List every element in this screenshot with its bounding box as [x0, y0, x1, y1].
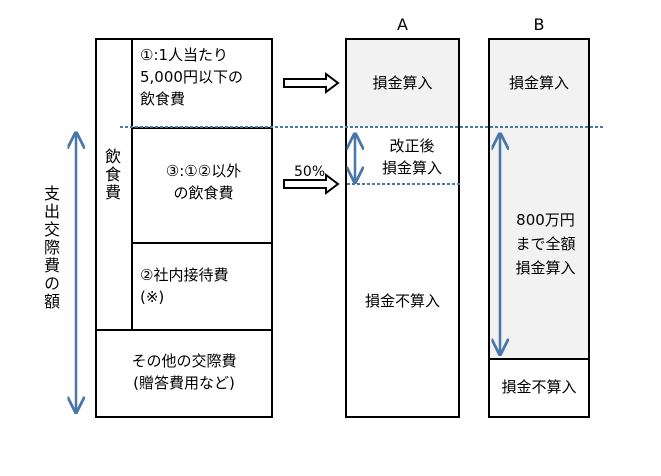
hollow-arrow-mid — [283, 173, 340, 195]
hollow-arrow-top — [283, 72, 340, 94]
col-b-top: 損金算入 — [508, 74, 569, 92]
row1-text: ①:1人当たり 5,000円以下の 飲食費 — [140, 46, 243, 108]
expense-table — [95, 38, 273, 418]
row2-text: ③:①②以外 の飲食費 — [165, 162, 242, 202]
col-a-box — [345, 38, 460, 418]
row2-divider — [131, 242, 273, 244]
row4-text: その他の交際費 (贈答費用など) — [131, 352, 237, 392]
col-a-header: A — [397, 15, 408, 34]
row3-divider — [95, 329, 273, 331]
col-b-box — [488, 38, 590, 418]
col-b-bottom: 損金不算入 — [501, 378, 577, 396]
percent-label: 50% — [294, 164, 326, 180]
category-divider — [131, 38, 133, 330]
col-a-shade — [347, 40, 458, 127]
category-label: 飲食費 — [102, 148, 121, 202]
col-b-divider — [488, 358, 590, 360]
col-a-top: 損金算入 — [372, 74, 433, 92]
col-a-bottom: 損金不算入 — [364, 292, 440, 310]
col-b-header: B — [533, 15, 545, 34]
col-b-mid: 800万円 まで全額 損金算入 — [515, 211, 576, 277]
row3-text: ②社内接待費 (※) — [140, 266, 229, 306]
left-axis-label: 支出交際費の額 — [41, 185, 60, 311]
col-a-mid: 改正後 損金算入 — [381, 137, 442, 177]
